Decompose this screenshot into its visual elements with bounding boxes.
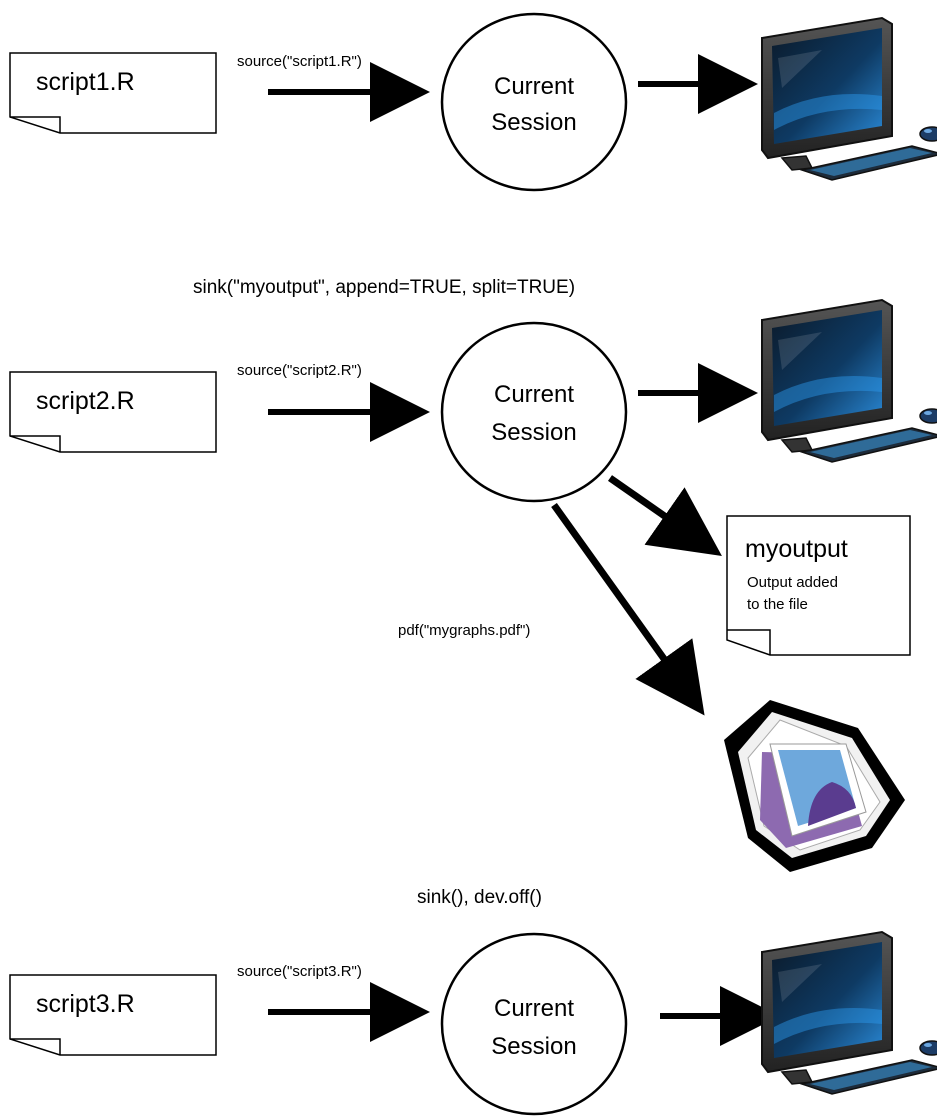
myoutput-note-line1: Output added [747,574,838,591]
row3-group: sink(), dev.off() script3.R source("scri… [9,887,937,1116]
source-command-1: source("script1.R") [237,53,362,70]
sink-file-arrow [607,475,722,557]
row2-group: sink("myoutput", append=TRUE, split=TRUE… [9,277,937,872]
current-session-2 [440,321,628,503]
myoutput-note-line2: to the file [747,596,808,613]
script2-label: script2.R [36,387,135,415]
row1-group: script1.R source("script1.R") Current Se… [9,12,937,192]
myoutput-file [726,515,911,656]
session-1-line2: Session [491,109,576,136]
pdf-arrow [551,502,705,716]
session-2-line2: Session [491,419,576,446]
sink-command: sink("myoutput", append=TRUE, split=TRUE… [193,277,575,298]
computer-monitor-icon [761,931,937,1095]
script1-label: script1.R [36,68,135,96]
source-command-3: source("script3.R") [237,963,362,980]
computer-monitor-icon [761,299,937,463]
source-command-2: source("script2.R") [237,362,362,379]
script3-label: script3.R [36,990,135,1018]
current-session-1 [440,12,628,192]
myoutput-title: myoutput [745,535,848,563]
pdf-command: pdf("mygraphs.pdf") [398,622,530,639]
session-1-line1: Current [494,73,574,100]
session-3-line1: Current [494,995,574,1022]
session-2-line1: Current [494,381,574,408]
picture-files-icon [724,700,905,872]
reset-command: sink(), dev.off() [417,887,542,908]
computer-monitor-icon [761,17,937,181]
session-3-line2: Session [491,1033,576,1060]
current-session-3 [440,932,628,1116]
